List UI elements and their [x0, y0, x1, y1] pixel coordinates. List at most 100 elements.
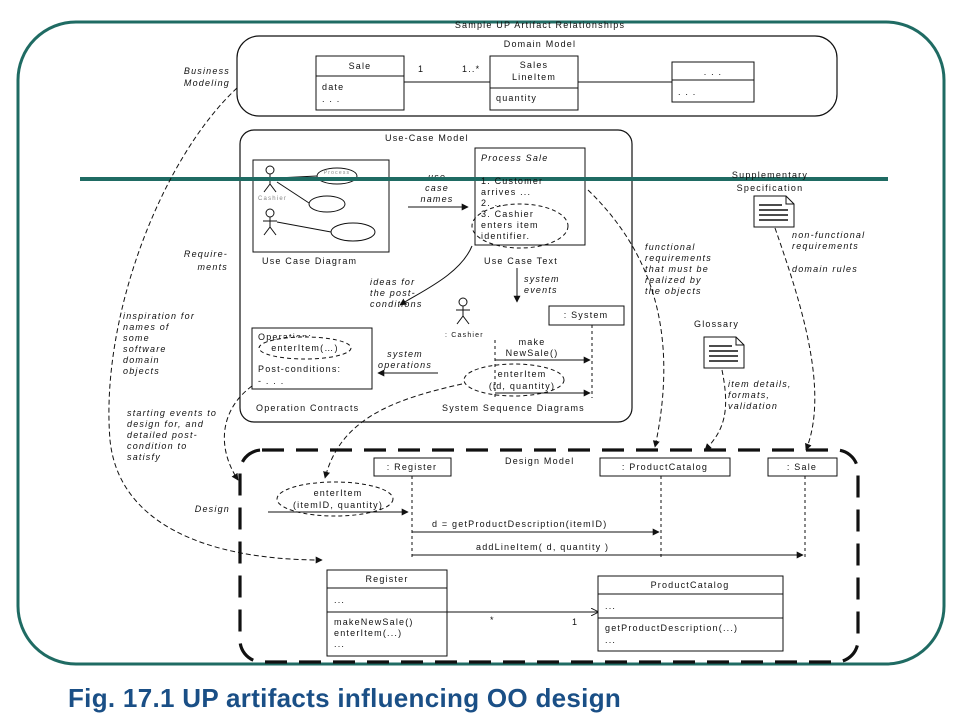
multiplicity-many: 1..*	[462, 64, 480, 74]
functional-note-3: that must be	[645, 264, 709, 274]
glossary-note-2: formats,	[728, 390, 770, 400]
system-events-1: system	[524, 274, 560, 284]
inspiration-note-1: inspiration for	[123, 311, 195, 321]
design-enter-item-highlight	[276, 481, 394, 517]
sales-line-item-name-1: Sales	[520, 60, 549, 70]
ssd-enter-item-highlight	[463, 363, 565, 397]
diagram-title: Sample UP Artifact Relationships	[455, 20, 625, 30]
operation-label: Operation:	[258, 332, 312, 342]
inspiration-arrow	[108, 87, 323, 564]
assoc-star: *	[490, 615, 495, 625]
register-class-attr: ...	[334, 595, 345, 605]
ideas-arrow	[399, 245, 473, 306]
make-new-sale-1: make	[519, 337, 546, 347]
system-lifeline-box	[548, 305, 625, 326]
glossary-document-icon	[703, 336, 745, 369]
use-case-text-line-6: identifier.	[481, 231, 530, 241]
requirements-label-1: Require-	[184, 249, 228, 259]
add-line-item-message: addLineItem( d, quantity )	[476, 542, 609, 552]
contract-enter-item-highlight	[258, 336, 352, 360]
product-catalog-class	[597, 575, 784, 652]
glossary-arrow	[704, 369, 727, 451]
domain-rules-note: domain rules	[792, 264, 858, 274]
ideas-note-1: ideas for	[370, 277, 415, 287]
starting-events-note-1: starting events to	[127, 408, 217, 418]
inspiration-note-2: names of	[123, 322, 170, 332]
get-product-description-message: d = getProductDescription(itemID)	[432, 519, 607, 529]
system-events-2: events	[524, 285, 558, 295]
use-case-text-title: Process Sale	[481, 153, 548, 163]
assoc-one: 1	[572, 617, 578, 627]
ideas-note-3: conditions	[370, 299, 423, 309]
starting-events-arrow	[223, 385, 253, 481]
sale-attr-date: date	[322, 82, 344, 92]
ssd-enter-item-2: (id, quantity)	[489, 381, 555, 391]
starting-events-note-4: condition to	[127, 441, 187, 451]
outer-frame	[16, 20, 946, 666]
other-class-name: . . .	[704, 67, 723, 77]
supplementary-arrow	[774, 227, 816, 451]
sale-class-name: Sale	[349, 61, 372, 71]
ideas-note-2: the post-	[370, 288, 416, 298]
non-functional-note-1: non-functional	[792, 230, 865, 240]
inspiration-note-3: some	[123, 333, 150, 343]
product-catalog-attr: ...	[605, 601, 616, 611]
business-modeling-label-2: Modeling	[184, 78, 230, 88]
requirements-label-2: ments	[197, 262, 228, 272]
register-class	[326, 569, 448, 657]
design-model-title: Design Model	[505, 456, 574, 466]
domain-model-title: Domain Model	[504, 39, 576, 49]
second-actor-icon	[263, 208, 277, 236]
process-sale-oval-label-1: Process	[324, 170, 350, 176]
supplementary-title-2: Specification	[737, 183, 804, 193]
functional-note-5: the objects	[645, 286, 702, 296]
cashier-actor-icon	[263, 165, 277, 193]
register-op-1: makeNewSale()	[334, 617, 414, 627]
multiplicity-one: 1	[418, 64, 424, 74]
use-case-text-line-4: 3. Cashier	[481, 209, 534, 219]
sale-class	[315, 55, 405, 111]
use-case-text-box	[474, 147, 586, 246]
catalog-lifeline-box	[599, 457, 731, 477]
sale-attr-more: . . .	[322, 94, 341, 104]
contract-enter-item: enterItem(…)	[271, 343, 338, 353]
system-lifeline-label: : System	[564, 310, 609, 320]
starting-events-note-2: design for, and	[127, 419, 204, 429]
supplementary-title-1: Supplementary	[732, 170, 808, 180]
ssd-cashier-label: : Cashier	[445, 332, 484, 339]
use-case-names-3: names	[420, 194, 453, 204]
register-op-2: enterItem(...)	[334, 628, 402, 638]
starting-events-note-3: detailed post-	[127, 430, 198, 440]
glossary-note-3: validation	[728, 401, 778, 411]
ssd-label: System Sequence Diagrams	[442, 403, 585, 413]
starting-events-note-5: satisfy	[127, 452, 161, 462]
register-op-3: ...	[334, 639, 345, 649]
design-label: Design	[195, 504, 230, 514]
use-case-text-label: Use Case Text	[484, 256, 558, 266]
use-case-text-line-3: 2. ...	[481, 198, 506, 208]
make-new-sale-2: NewSale()	[506, 348, 559, 358]
design-enter-item-2: (itemID, quantity)	[293, 500, 383, 510]
design-enter-item-1: enterItem	[314, 488, 363, 498]
other-class-attr: . . .	[678, 87, 697, 97]
inspiration-note-5: domain	[123, 355, 160, 365]
functional-note-1: functional	[645, 242, 696, 252]
operation-contracts-label: Operation Contracts	[256, 403, 359, 413]
sale-lifeline-label: : Sale	[787, 462, 817, 472]
register-class-name: Register	[365, 574, 408, 584]
inspiration-note-6: objects	[123, 366, 160, 376]
use-case-text-line-1: 1. Customer	[481, 176, 543, 186]
use-case-oval-2	[308, 195, 346, 213]
catalog-lifeline-label: : ProductCatalog	[622, 462, 708, 472]
sale-lifeline-box	[767, 457, 838, 477]
product-catalog-class-name: ProductCatalog	[651, 580, 730, 590]
functional-requirements-arrow	[587, 189, 665, 448]
post-conditions-more: - . . .	[258, 376, 284, 386]
ssd-enter-item-1: enterItem	[498, 369, 547, 379]
glossary-title: Glossary	[694, 319, 739, 329]
supplementary-document-icon	[753, 195, 795, 228]
non-functional-note-2: requirements	[792, 241, 859, 251]
post-conditions-label: Post-conditions:	[258, 364, 341, 374]
